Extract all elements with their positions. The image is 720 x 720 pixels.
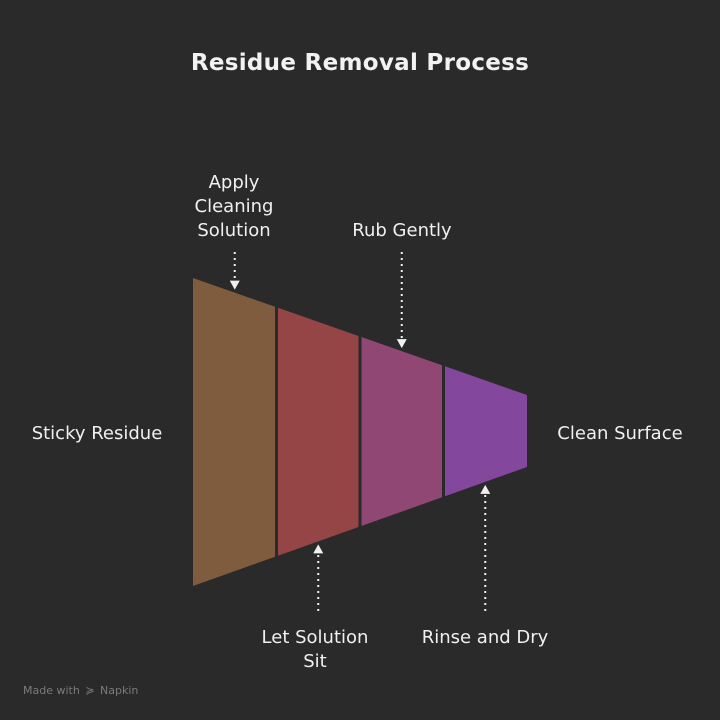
napkin-logo-icon: ≽ [85,684,95,697]
stage-label-rub-gently: Rub Gently [352,220,452,241]
funnel-segment-let-solution-sit [278,307,359,556]
diagram-title: Residue Removal Process [190,50,530,76]
start-label: Sticky Residue [31,423,163,444]
arrow-rub-gently [396,252,407,349]
arrow-let-solution-sit [313,544,324,611]
stage-label-apply-cleaning-solution: Apply Cleaning Solution [194,172,274,241]
arrow-apply-cleaning-solution [229,252,240,290]
funnel-segment-rinse-and-dry [445,366,527,497]
arrow-rinse-and-dry [480,484,491,611]
funnel-segment-apply-cleaning-solution [193,278,275,586]
footer-credit: Made with ≽ Napkin [23,684,139,697]
stage-label-rinse-and-dry: Rinse and Dry [421,627,549,648]
funnel-segment-rub-gently [361,337,442,526]
stage-label-let-solution-sit: Let Solution Sit [261,627,369,672]
end-label: Clean Surface [557,423,683,444]
